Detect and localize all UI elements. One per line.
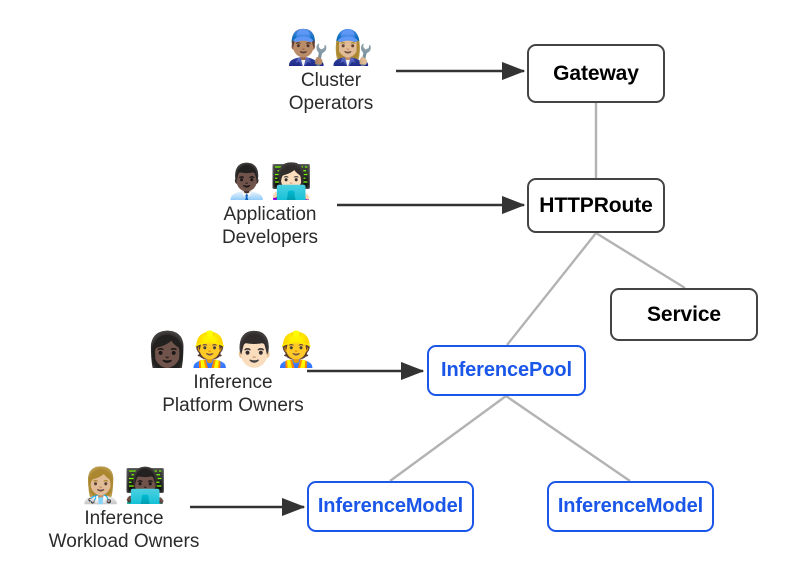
mechanic-pair-emoji: 👨🏽‍🔧👩🏼‍🔧	[286, 29, 376, 67]
actor-label-line-2: Workload Owners	[48, 531, 200, 552]
actor-label-line-1: Cluster	[300, 70, 362, 91]
edge-inferencepool-inferencemodel-right	[505, 395, 631, 482]
node-gateway[interactable]: Gateway	[527, 44, 665, 103]
edge-httproute-inferencepool	[506, 232, 597, 346]
actor-label-line-2: Platform Owners	[162, 395, 304, 416]
actor-label-line-2: Operators	[288, 93, 374, 114]
edge-httproute-service	[595, 231, 686, 290]
actor-label-line-2: Developers	[221, 227, 319, 248]
actor-inference-workload-owners: 👩🏼‍⚕️👨🏿‍💻 Inference Workload Owners	[9, 466, 239, 553]
node-inferencepool[interactable]: InferencePool	[427, 345, 586, 396]
actor-label-line-1: Inference	[84, 508, 164, 529]
actor-cluster-operators: 👨🏽‍🔧👩🏼‍🔧 Cluster Operators	[216, 28, 446, 115]
actor-application-developers: 👨🏿‍💼👩🏻‍💻 Application Developers	[155, 162, 385, 249]
node-inferencemodel-right[interactable]: InferenceModel	[547, 481, 714, 532]
node-httproute[interactable]: HTTPRoute	[527, 178, 665, 233]
actor-inference-workload-owners-label: Inference Workload Owners	[49, 507, 200, 553]
actor-label-line-1: Application	[223, 204, 317, 225]
actor-application-developers-label: Application Developers	[222, 203, 318, 249]
actor-cluster-operators-label: Cluster Operators	[289, 69, 373, 115]
scientist-technologist-pair-emoji: 👩🏼‍⚕️👨🏿‍💻	[79, 467, 169, 505]
edge-inferencepool-inferencemodel-left	[389, 395, 507, 482]
office-worker-technologist-pair-emoji: 👨🏿‍💼👩🏻‍💻	[225, 163, 315, 201]
actor-inference-platform-owners: 👩🏿‍👷👨🏻‍👷 Inference Platform Owners	[118, 330, 348, 417]
node-service[interactable]: Service	[610, 288, 758, 341]
actor-label-line-1: Inference	[193, 372, 273, 393]
node-inferencemodel-left[interactable]: InferenceModel	[307, 481, 474, 532]
construction-worker-pair-emoji: 👩🏿‍👷👨🏻‍👷	[146, 331, 320, 369]
actor-inference-platform-owners-label: Inference Platform Owners	[162, 371, 303, 417]
